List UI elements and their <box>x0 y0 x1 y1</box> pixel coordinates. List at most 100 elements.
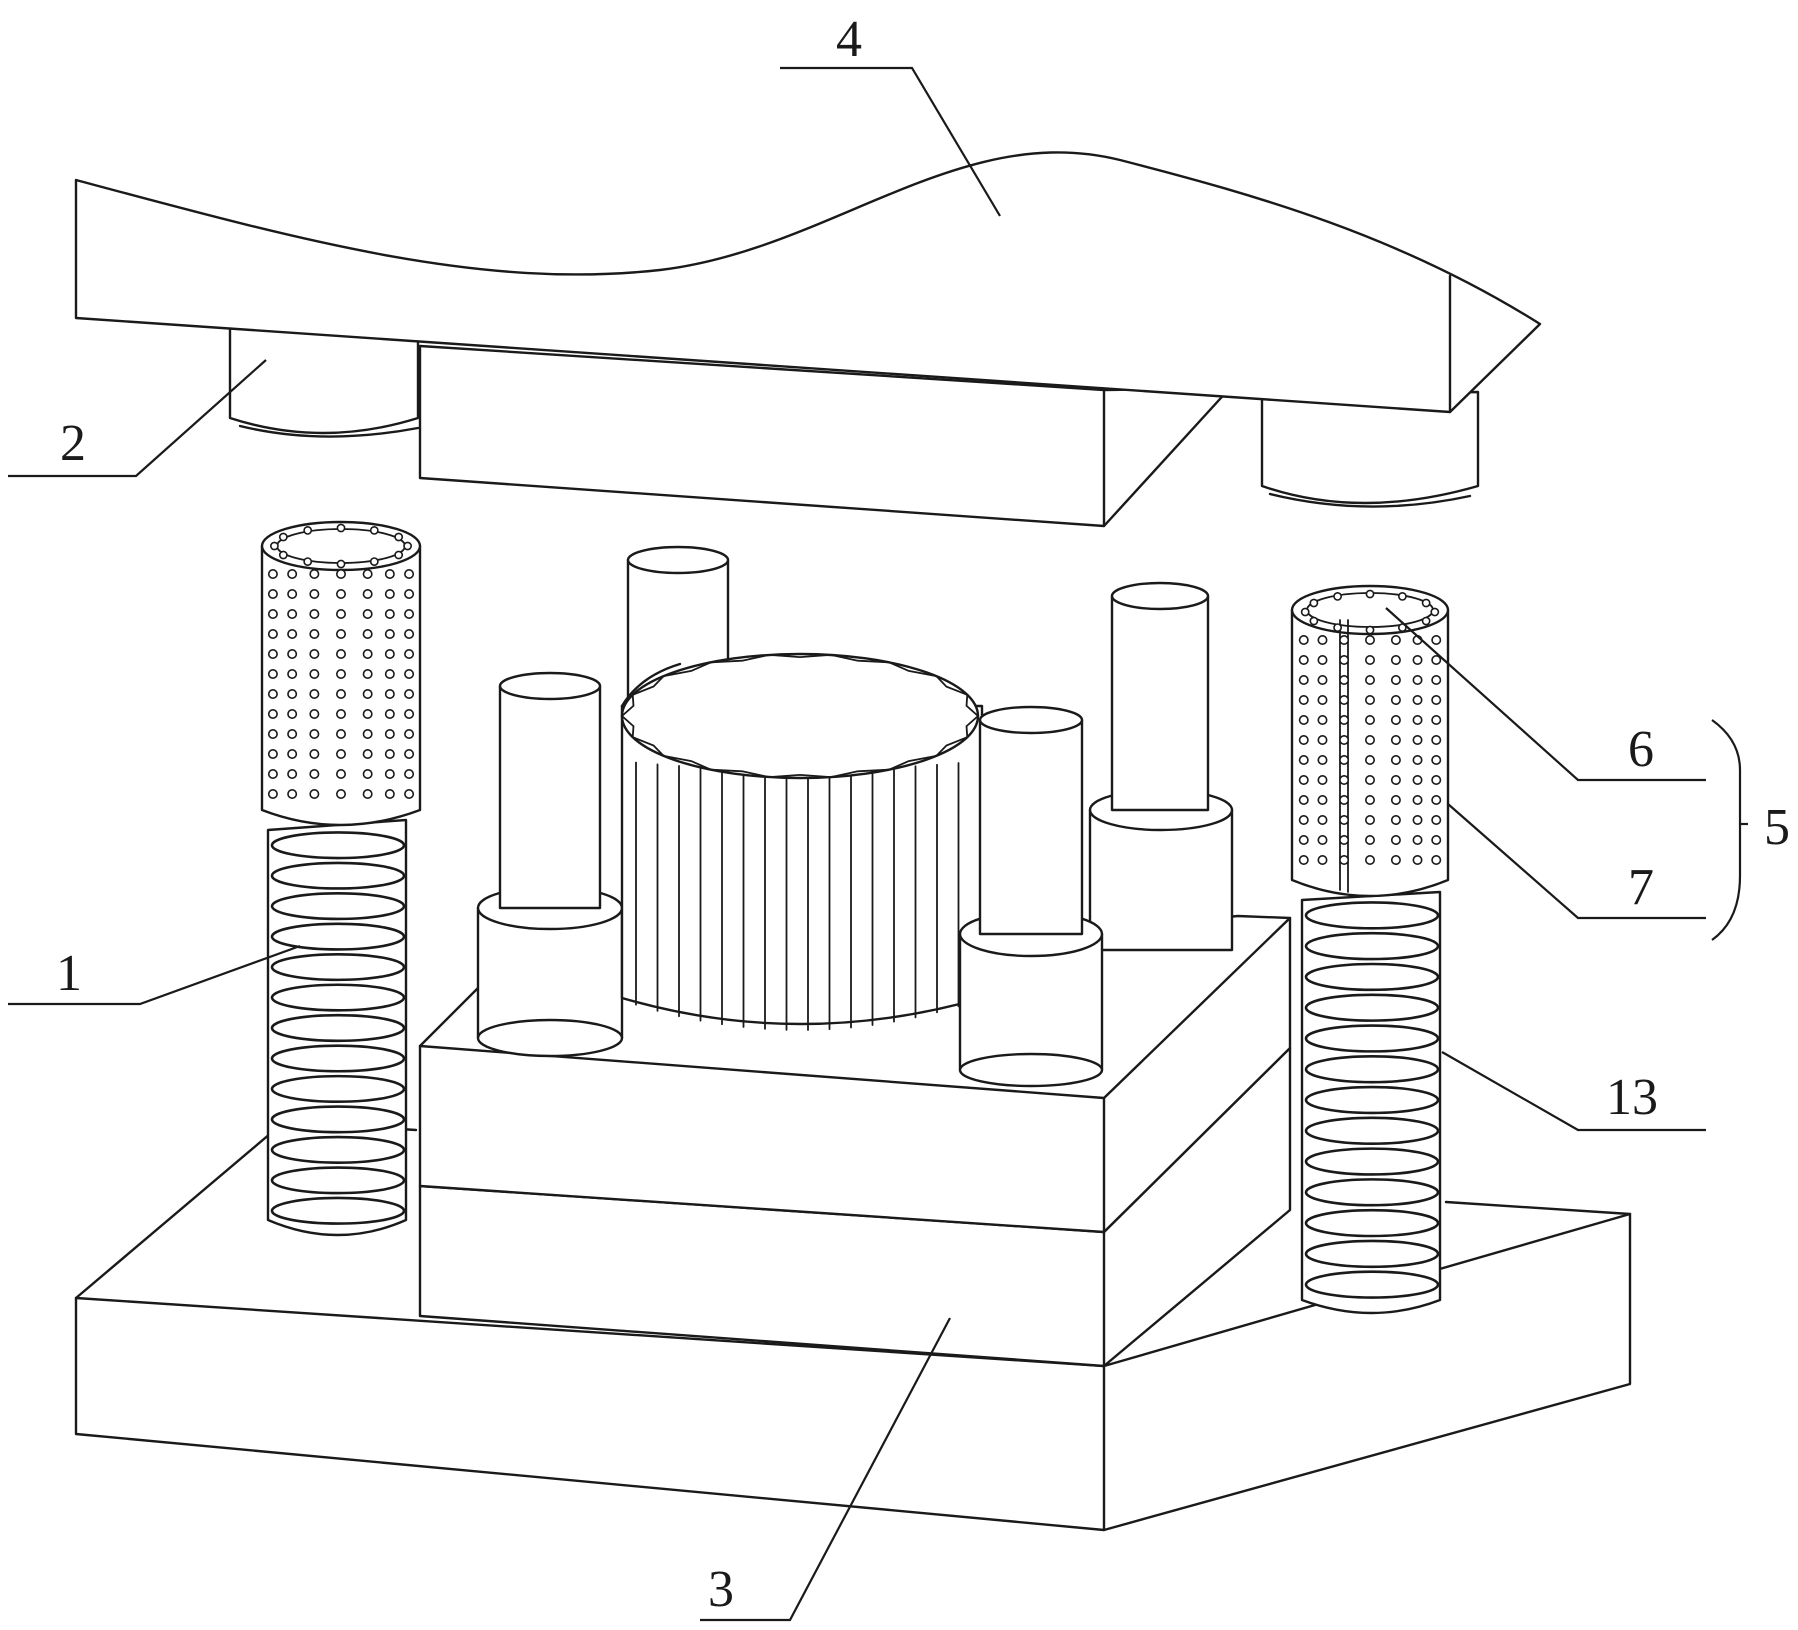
sleeve-hole <box>1365 814 1376 825</box>
sleeve-hole <box>1412 774 1423 785</box>
sleeve-hole <box>1339 774 1350 785</box>
spring-coil <box>1304 901 1440 930</box>
spring-coil <box>270 1135 406 1164</box>
sleeve-hole <box>267 628 278 639</box>
sleeve-hole <box>362 768 373 779</box>
label-6: 6 <box>1628 721 1654 778</box>
sleeve-hole <box>1339 794 1350 805</box>
spring-coil <box>1304 1239 1440 1269</box>
sleeve-hole <box>287 728 298 739</box>
sleeve-hole <box>384 628 395 639</box>
sleeve-hole <box>335 748 346 759</box>
sleeve-hole <box>1431 694 1442 705</box>
sleeve-hole <box>1365 854 1376 865</box>
left-guide-post <box>260 520 422 1237</box>
sleeve-hole <box>1431 754 1442 765</box>
label-3: 3 <box>708 1561 734 1618</box>
label-13: 13 <box>1606 1069 1658 1126</box>
sleeve-hole <box>362 648 373 659</box>
sleeve-hole <box>384 708 395 719</box>
rim-hole <box>1421 598 1431 608</box>
sleeve-hole <box>1339 674 1350 685</box>
sleeve-hole <box>1298 734 1309 745</box>
sleeve-hole <box>287 768 298 779</box>
sleeve-hole <box>309 668 320 679</box>
spring-coil <box>1304 993 1440 1022</box>
sleeve-hole <box>384 788 395 799</box>
sleeve-hole <box>1390 834 1401 845</box>
sleeve-hole <box>384 748 395 759</box>
rim-hole <box>369 557 379 566</box>
sleeve-hole <box>1431 634 1442 645</box>
spring-coil <box>1304 1270 1440 1299</box>
sleeve-hole <box>1390 774 1401 785</box>
sleeve-hole <box>384 648 395 659</box>
sleeve-hole <box>1298 774 1309 785</box>
sleeve-hole <box>384 608 395 619</box>
sleeve-hole <box>1365 634 1376 645</box>
sleeve-hole <box>309 768 320 779</box>
sleeve-hole <box>1390 814 1401 825</box>
sleeve-hole <box>1339 754 1350 765</box>
sleeve-hole <box>362 748 373 759</box>
sleeve-hole <box>335 608 346 619</box>
sleeve-hole <box>1317 634 1328 645</box>
sleeve-hole <box>404 668 415 679</box>
sleeve-hole <box>1365 674 1376 685</box>
sleeve-hole <box>404 688 415 699</box>
part-labels: 4 2 1 3 6 7 13 5 <box>56 11 1790 1618</box>
rim-hole <box>278 532 288 542</box>
rim-hole <box>1421 616 1431 626</box>
sleeve-hole <box>267 748 278 759</box>
leader-lines <box>8 66 1748 1622</box>
spring-coil <box>270 1044 406 1073</box>
sleeve-hole <box>309 608 320 619</box>
sleeve-hole <box>335 768 346 779</box>
sleeve-hole <box>1431 834 1442 845</box>
rim-hole <box>1300 607 1310 617</box>
sleeve-hole <box>1317 854 1328 865</box>
fluted-punch <box>620 652 984 1031</box>
sleeve-hole <box>1339 714 1350 725</box>
sleeve-hole <box>335 648 346 659</box>
sleeve-hole <box>1317 674 1328 685</box>
sleeve-hole <box>1431 734 1442 745</box>
sleeve-hole <box>1317 814 1328 825</box>
sleeve-hole <box>267 728 278 739</box>
spring-coil <box>270 831 406 860</box>
sleeve-hole <box>1317 794 1328 805</box>
sleeve-hole <box>1412 714 1423 725</box>
sleeve-hole <box>1390 794 1401 805</box>
lower-die <box>418 914 1292 1368</box>
spring-coil <box>1304 1085 1440 1115</box>
sleeve-hole <box>1317 754 1328 765</box>
sleeve-hole <box>384 688 395 699</box>
sleeve-hole <box>1365 734 1376 745</box>
sleeve-hole <box>1317 834 1328 845</box>
upper-bushings <box>228 326 1480 508</box>
sleeve-hole <box>1298 674 1309 685</box>
label-5: 5 <box>1764 799 1790 856</box>
upper-die-block <box>418 344 1232 528</box>
sleeve-hole <box>1298 654 1309 665</box>
sleeve-hole <box>384 568 395 579</box>
spring-coil <box>1304 931 1440 961</box>
sleeve-hole <box>335 628 346 639</box>
sleeve-hole <box>1298 854 1309 865</box>
sleeve-hole <box>1317 714 1328 725</box>
sleeve-hole <box>1431 854 1442 865</box>
spring-coil <box>270 1166 406 1195</box>
rim-hole <box>369 526 379 535</box>
sleeve-hole <box>267 788 278 799</box>
sleeve-hole <box>287 708 298 719</box>
label-7: 7 <box>1628 859 1654 916</box>
sleeve-hole <box>1298 714 1309 725</box>
sleeve-hole <box>1390 754 1401 765</box>
sleeve-hole <box>404 728 415 739</box>
rim-hole <box>394 550 404 560</box>
rim-hole <box>403 541 412 551</box>
sleeve-hole <box>404 788 415 799</box>
sleeve-hole <box>335 728 346 739</box>
sleeve-hole <box>1298 694 1309 705</box>
sleeve-hole <box>362 608 373 619</box>
